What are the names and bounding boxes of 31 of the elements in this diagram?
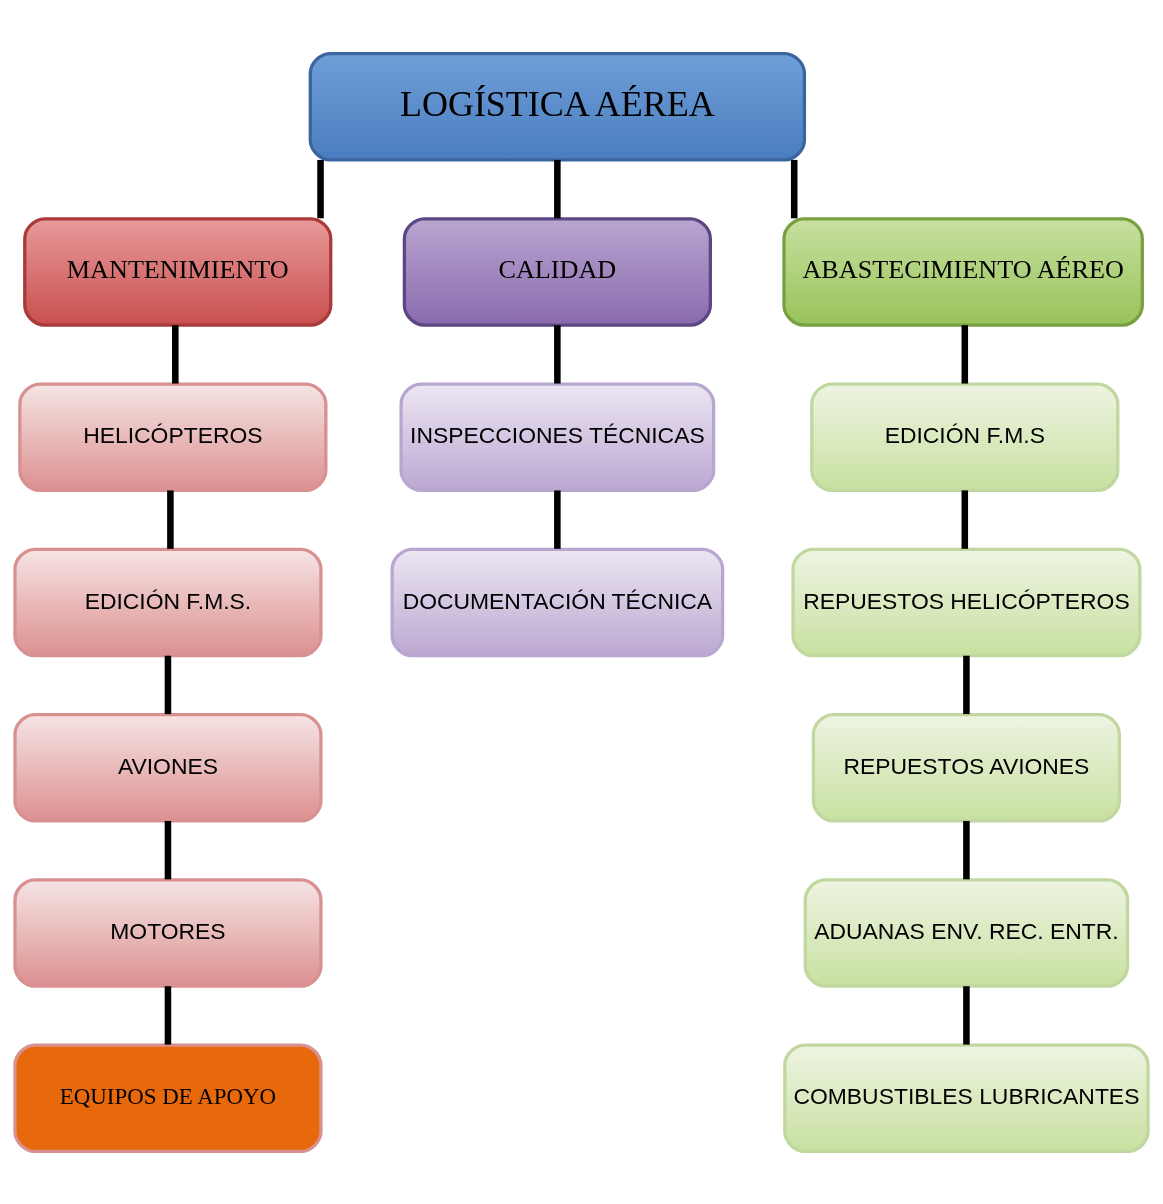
- connector: [172, 324, 179, 384]
- connector: [961, 489, 969, 549]
- node-box: EDICIÓN F.M.S.: [13, 547, 323, 657]
- node-box: AVIONES: [13, 712, 323, 823]
- node-box: ABASTECIMIENTO AÉREO: [782, 216, 1144, 327]
- node-box: MANTENIMIENTO: [23, 216, 333, 327]
- node-box: MOTORES: [13, 877, 323, 988]
- connector: [963, 820, 970, 879]
- node-box: REPUESTOS HELICÓPTEROS: [791, 547, 1142, 657]
- node-box: DOCUMENTACIÓN TÉCNICA: [390, 547, 725, 657]
- connector: [164, 820, 172, 879]
- connector: [554, 159, 561, 218]
- node-box: HELICÓPTEROS: [18, 381, 328, 492]
- connector: [963, 655, 970, 714]
- node-box: CALIDAD: [402, 216, 712, 327]
- connector: [790, 159, 798, 218]
- connector: [164, 655, 172, 714]
- node-box: EDICIÓN F.M.S: [810, 381, 1120, 492]
- node-box: ADUANAS ENV. REC. ENTR.: [803, 877, 1130, 988]
- connector: [164, 985, 172, 1045]
- node-box: REPUESTOS AVIONES: [811, 712, 1122, 823]
- connector: [317, 159, 324, 218]
- connector: [167, 489, 174, 549]
- node-box: COMBUSTIBLES LUBRICANTES: [783, 1042, 1150, 1153]
- node-box: EQUIPOS DE APOYO: [13, 1042, 323, 1153]
- connector: [963, 985, 970, 1045]
- node-box: INSPECCIONES TÉCNICAS: [399, 381, 716, 492]
- connector: [554, 489, 561, 549]
- connector: [554, 324, 561, 384]
- connector: [961, 324, 969, 384]
- node-box: LOGÍSTICA AÉREA: [308, 51, 807, 162]
